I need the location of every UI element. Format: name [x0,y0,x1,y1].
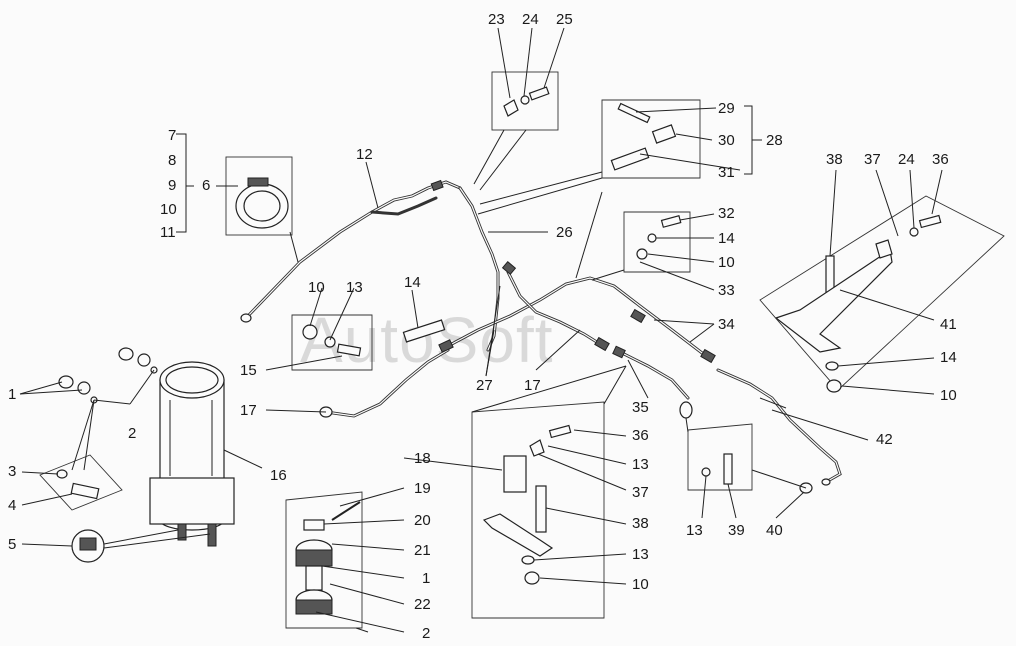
bracket-38-detail-frame [471,401,605,619]
clip-detail-frame [601,99,701,179]
label-19: 19 [414,480,431,497]
leader-lines [19,27,943,633]
bolt-39-detail-frame [687,423,753,491]
label-6: 6 [202,177,210,194]
label-35: 35 [632,399,649,416]
part-labels: 1 2 3 4 5 7 8 9 6 10 11 12 10 13 14 15 1… [8,11,957,642]
nuts-washers [56,347,158,500]
label-5: 5 [8,536,16,553]
top-bolt-detail-frame [491,71,559,131]
pipe-end-fitting [240,313,252,323]
bolt-washer-detail-frame [623,211,691,273]
label-2: 2 [422,625,430,642]
label-10: 10 [308,279,325,296]
label-23: 23 [488,11,505,28]
air-tank [149,361,235,547]
label-36: 36 [632,427,649,444]
label-30: 30 [718,132,735,149]
label-38: 38 [826,151,843,168]
label-18: 18 [414,450,431,467]
label-14: 14 [404,274,421,291]
clip-assembly [610,102,677,171]
top-bolt-assembly [503,86,550,117]
pipe-end-fitting [821,478,831,486]
label-13: 13 [632,456,649,473]
label-20: 20 [414,512,431,529]
valve-5 [71,529,105,563]
label-25: 25 [556,11,573,28]
label-10: 10 [940,387,957,404]
label-15: 15 [240,362,257,379]
label-32: 32 [718,205,735,222]
label-37: 37 [632,484,649,501]
bracket-bolt-detail-frame [291,314,373,371]
label-26: 26 [556,224,573,241]
pipe-fittings [240,179,831,486]
label-2: 2 [128,425,136,442]
label-21: 21 [414,542,431,559]
bracket-18-assembly [482,424,572,585]
label-22: 22 [414,596,431,613]
pipe-35 [618,350,690,400]
label-1: 1 [422,570,430,587]
label-34: 34 [718,316,735,333]
label-3: 3 [8,463,16,480]
bracket-41-detail-frame [759,195,1005,391]
label-42: 42 [876,431,893,448]
label-27: 27 [476,377,493,394]
label-14: 14 [940,349,957,366]
bracket-41-assembly [774,214,942,393]
detail-frames [39,71,1005,629]
valve-stack [295,501,361,615]
valve-stack-detail-frame [285,491,363,629]
label-39: 39 [728,522,745,539]
label-9: 9 [168,177,176,194]
bolt-39-assembly [679,401,813,494]
label-31: 31 [718,164,735,181]
label-33: 33 [718,282,735,299]
label-10: 10 [632,576,649,593]
label-13: 13 [346,279,363,296]
label-10: 10 [718,254,735,271]
label-24: 24 [522,11,539,28]
label-24: 24 [898,151,915,168]
label-11: 11 [160,224,176,241]
label-37: 37 [864,151,881,168]
nut-bolt-detail-frame [39,454,123,511]
clamp-detail-frame [225,156,293,236]
label-12: 12 [356,146,373,163]
hose-clamp [235,177,289,229]
label-16: 16 [270,467,287,484]
label-4: 4 [8,497,16,514]
label-8: 8 [168,152,176,169]
bracket-bolt-assembly [302,319,446,357]
label-13: 13 [686,522,703,539]
pipe-network [244,180,842,484]
label-17: 17 [524,377,541,394]
label-17: 17 [240,402,257,419]
label-14: 14 [718,230,735,247]
label-41: 41 [940,316,957,333]
bolt-washer-assembly [636,215,682,260]
label-10: 10 [160,201,177,218]
label-1: 1 [8,386,16,403]
label-40: 40 [766,522,783,539]
label-36: 36 [932,151,949,168]
label-29: 29 [718,100,735,117]
label-28: 28 [766,132,783,149]
label-13: 13 [632,546,649,563]
label-7: 7 [168,127,176,144]
label-38: 38 [632,515,649,532]
